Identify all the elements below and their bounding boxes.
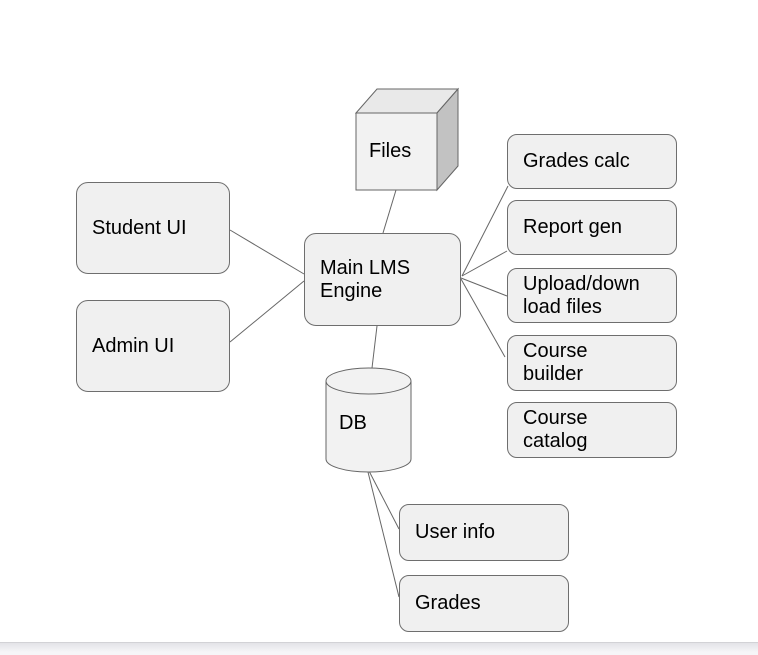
cube-front-face	[355, 112, 438, 191]
node-main-lms-engine[interactable]: Main LMS Engine	[304, 233, 461, 326]
connector-engine-to-course-builder	[460, 278, 506, 358]
files-cube-shape[interactable]	[354, 87, 460, 192]
node-label-files: Files	[369, 140, 412, 162]
node-admin-ui[interactable]: Admin UI	[76, 300, 230, 392]
node-label-db: DB	[339, 411, 367, 434]
node-label-main-lms-engine: Main LMS Engine	[320, 256, 411, 302]
node-label-user-info: User info	[415, 521, 496, 543]
connector-db-to-grades	[367, 471, 400, 598]
node-db-label-box: DB	[326, 379, 411, 467]
node-label-admin-ui: Admin UI	[92, 334, 175, 357]
node-label-grades: Grades	[415, 592, 481, 614]
page-boundary-strip	[0, 642, 758, 655]
cylinder-body	[325, 367, 412, 473]
connector-engine-to-db	[371, 325, 378, 369]
db-cylinder-shape[interactable]	[325, 367, 412, 473]
connector-files-to-engine	[382, 189, 397, 234]
node-user-info[interactable]: User info	[399, 504, 569, 561]
node-student-ui[interactable]: Student UI	[76, 182, 230, 274]
connector-engine-to-report-gen	[461, 250, 508, 277]
node-label-course-builder: Course builder	[523, 340, 588, 385]
node-label-student-ui: Student UI	[92, 216, 187, 239]
node-grades-calc[interactable]: Grades calc	[507, 134, 677, 189]
connector-admin-ui-to-engine	[229, 280, 305, 343]
node-files-label-box: Files	[356, 113, 437, 190]
connector-engine-to-upload-download	[460, 277, 508, 297]
node-grades[interactable]: Grades	[399, 575, 569, 632]
node-upload-download-files[interactable]: Upload/down load files	[507, 268, 677, 323]
node-label-upload-download-files: Upload/down load files	[523, 272, 640, 318]
node-label-grades-calc: Grades calc	[523, 150, 630, 172]
connector-student-ui-to-engine	[229, 229, 305, 275]
connector-engine-to-grades-calc	[461, 185, 509, 277]
connector-db-to-user-info	[368, 470, 400, 530]
node-report-gen[interactable]: Report gen	[507, 200, 677, 255]
node-course-catalog[interactable]: Course catalog	[507, 402, 677, 458]
node-label-report-gen: Report gen	[523, 216, 622, 238]
node-course-builder[interactable]: Course builder	[507, 335, 677, 391]
cylinder-lid-rim	[325, 380, 412, 395]
node-label-course-catalog: Course catalog	[523, 407, 588, 452]
